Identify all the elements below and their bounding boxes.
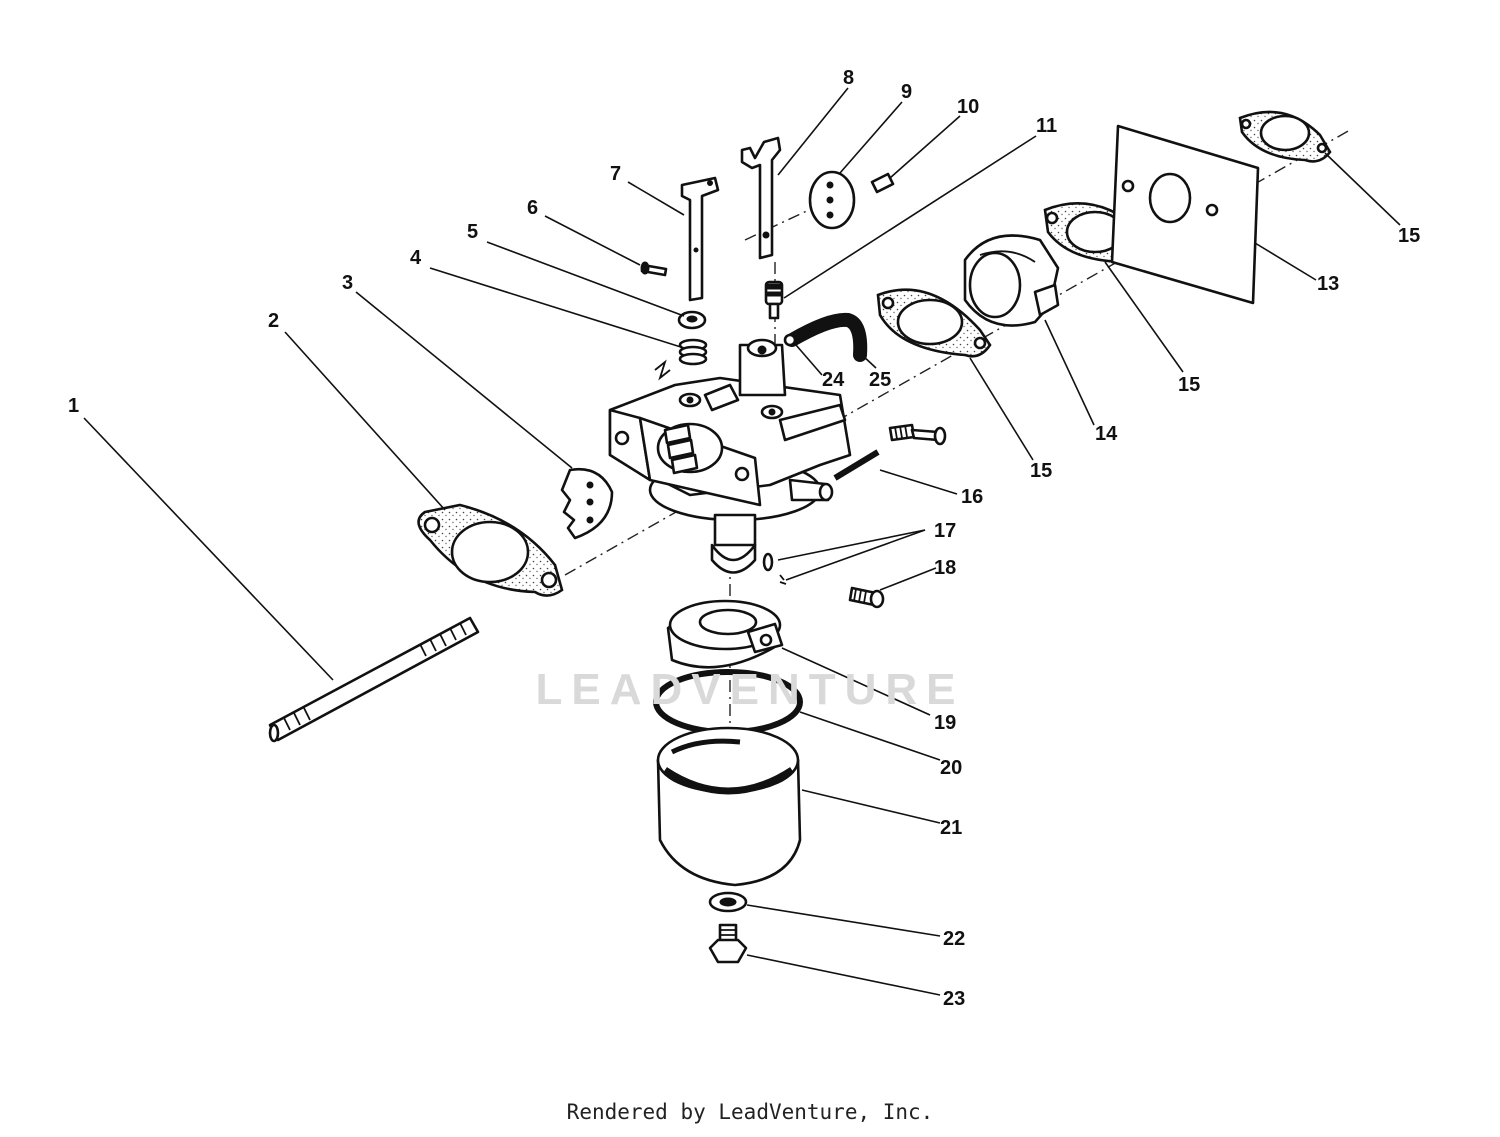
leader-lines (83, 87, 1401, 996)
callout-5: 5 (467, 221, 478, 243)
callout-21: 21 (940, 817, 962, 839)
part-15-gasket-3 (1238, 110, 1332, 163)
callout-15-c: 15 (1030, 460, 1052, 482)
callout-11: 11 (1036, 115, 1057, 137)
callout-16: 16 (961, 486, 983, 508)
footer-credit: Rendered by LeadVenture, Inc. (566, 1100, 934, 1124)
part-8-throttle-shaft (740, 136, 782, 260)
part-17-o-rings (762, 552, 787, 585)
part-9-choke-plate (808, 170, 856, 230)
part-6-screw (640, 261, 668, 277)
part-7-choke-shaft (680, 176, 720, 302)
part-11-fitting (764, 280, 784, 320)
idle-screw (888, 423, 947, 446)
callout-4: 4 (410, 247, 422, 269)
callout-15-b: 15 (1178, 374, 1200, 396)
part-2-gasket (417, 503, 564, 597)
callout-3: 3 (342, 272, 353, 294)
part-24-25-hose (783, 312, 868, 362)
callout-13: 13 (1317, 273, 1339, 295)
callout-7: 7 (610, 163, 621, 185)
callout-1: 1 (68, 395, 79, 417)
part-14-spacer (963, 234, 1060, 327)
callout-24: 24 (822, 369, 845, 391)
part-15-gasket-1 (876, 288, 992, 358)
callout-14: 14 (1095, 423, 1118, 445)
part-1-stud (268, 616, 480, 743)
part-23-bowl-bolt (708, 923, 748, 964)
callout-19: 19 (934, 712, 956, 734)
part-21-float-bowl (656, 726, 802, 887)
callout-18: 18 (934, 557, 956, 579)
part-16-needle (833, 449, 880, 481)
part-10-screw (870, 172, 895, 194)
callout-2: 2 (268, 310, 279, 332)
callout-22: 22 (943, 928, 965, 950)
part-3-throttle-plate (560, 467, 614, 540)
callout-10: 10 (957, 96, 979, 118)
callout-labels: 1 2 3 4 5 6 7 8 9 10 11 13 14 15 15 15 1… (68, 67, 1420, 1010)
part-18-bolt (848, 586, 885, 609)
callout-23: 23 (943, 988, 965, 1010)
callout-25: 25 (869, 369, 891, 391)
callout-8: 8 (843, 67, 854, 89)
part-19-float (666, 599, 784, 669)
callout-17: 17 (934, 520, 956, 542)
watermark: LEADVENTURE (535, 665, 965, 714)
part-5-seal (677, 310, 707, 330)
part-4-spring (678, 338, 708, 366)
part-13-plate (1110, 124, 1260, 305)
carburetor-body (608, 338, 852, 574)
part-22-washer (708, 891, 748, 913)
callout-9: 9 (901, 81, 912, 103)
callout-15-a: 15 (1398, 225, 1420, 247)
callout-20: 20 (940, 757, 962, 779)
callout-6: 6 (527, 197, 538, 219)
